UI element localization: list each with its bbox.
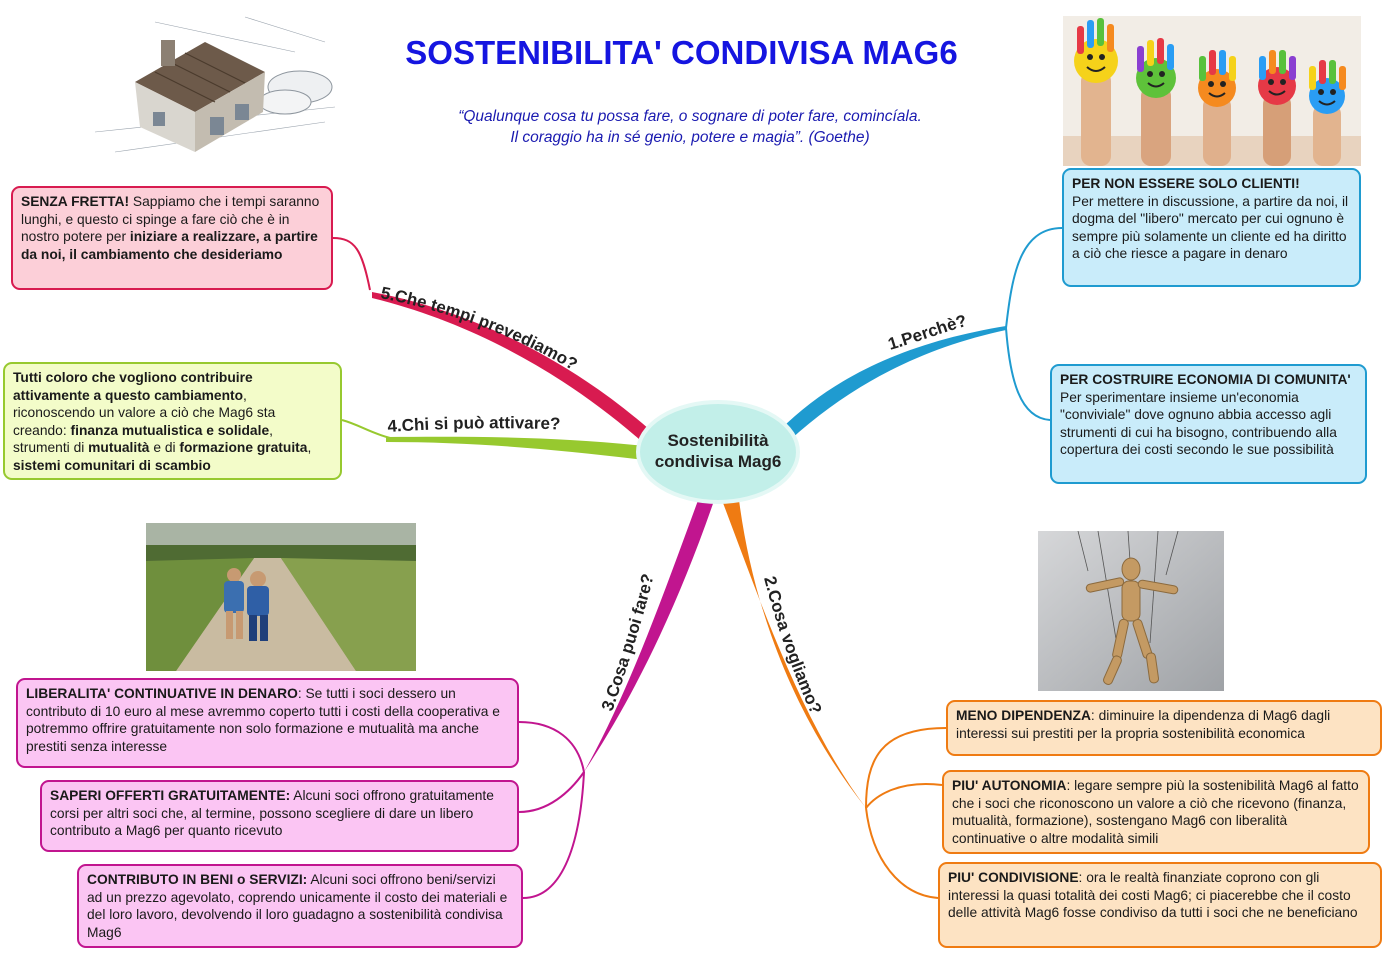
- connector-autonomia: [865, 783, 943, 809]
- box-condivisione: PIU' CONDIVISIONE: ora le realtà finanzi…: [938, 862, 1382, 948]
- center-line-1: Sostenibilità: [667, 431, 769, 450]
- connector-senza-fretta: [332, 237, 371, 291]
- branch-label-5: 5.Che tempi prevediamo?: [379, 283, 580, 374]
- branch-2-shape: [720, 492, 866, 808]
- connector-tutti-coloro: [341, 419, 391, 439]
- branch-1-shape: [780, 326, 1006, 440]
- branch-label-2: 2.Cosa vogliamo?: [760, 574, 825, 717]
- house-illustration: [95, 12, 335, 162]
- connector-economia: [1005, 327, 1051, 421]
- connector-contributo: [522, 771, 585, 899]
- center-node: [636, 400, 800, 504]
- connector-meno-dipendenza: [865, 727, 947, 809]
- box-economia: PER COSTRUIRE ECONOMIA DI COMUNITA' Per …: [1050, 364, 1367, 484]
- box-non-clienti: PER NON ESSERE SOLO CLIENTI!Per mettere …: [1062, 168, 1361, 287]
- children-on-road-photo: [146, 523, 416, 671]
- connector-condivisione: [865, 807, 939, 899]
- connector-saperi: [518, 771, 585, 813]
- box-senza-fretta: SENZA FRETTA! Sappiamo che i tempi saran…: [11, 186, 333, 290]
- box-tutti-coloro: Tutti coloro che vogliono contribuire at…: [3, 362, 342, 480]
- box-liberalita: LIBERALITA' CONTINUATIVE IN DENARO: Se t…: [16, 678, 519, 768]
- connector-liberalita: [518, 721, 585, 773]
- page-title: SOSTENIBILITA' CONDIVISA MAG6: [405, 34, 958, 71]
- center-line-2: condivisa Mag6: [654, 452, 782, 471]
- box-autonomia: PIU' AUTONOMIA: legare sempre più la sos…: [942, 770, 1370, 854]
- goethe-quote: “Qualunque cosa tu possa fare, o sognare…: [380, 106, 1000, 148]
- wooden-puppet-photo: [1038, 531, 1224, 691]
- box-contributo: CONTRIBUTO IN BENI o SERVIZI: Alcuni soc…: [77, 864, 523, 948]
- box-saperi: SAPERI OFFERTI GRATUITAMENTE: Alcuni soc…: [40, 780, 519, 852]
- box-meno-dipendenza: MENO DIPENDENZA: diminuire la dipendenza…: [946, 700, 1382, 756]
- branch-3-shape: [584, 495, 716, 772]
- center-node-label: Sostenibilità condivisa Mag6: [628, 430, 808, 472]
- painted-hands-photo: [1063, 16, 1361, 166]
- connector-non-clienti: [1005, 227, 1063, 329]
- quote-line-1: “Qualunque cosa tu possa fare, o sognare…: [458, 108, 922, 125]
- quote-line-2: Il coraggio ha in sé genio, potere e mag…: [510, 129, 870, 146]
- branch-4-shape: [386, 436, 645, 460]
- branch-label-4: 4.Chi si può attivare?: [387, 413, 561, 436]
